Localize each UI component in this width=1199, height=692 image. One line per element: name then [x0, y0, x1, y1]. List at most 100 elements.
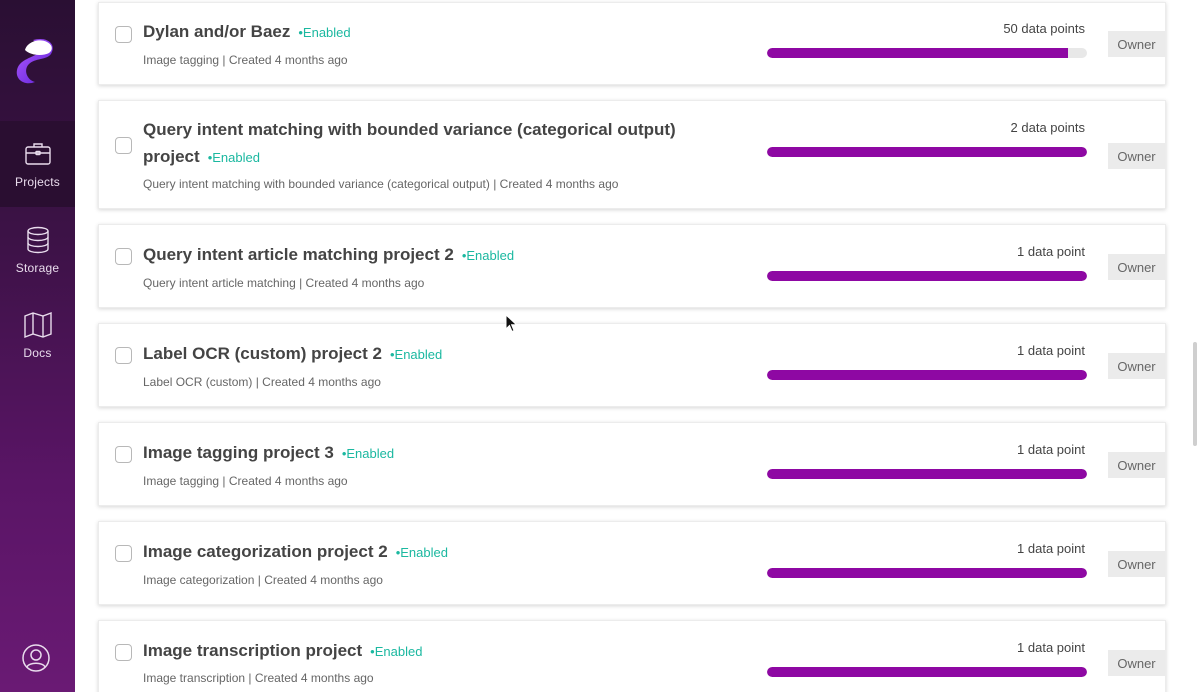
- sidebar-item-storage[interactable]: Storage: [0, 207, 75, 293]
- data-points-count: 2 data points: [1010, 120, 1085, 135]
- role-badge: Owner: [1108, 452, 1165, 478]
- briefcase-icon: [24, 143, 51, 165]
- project-type: Query intent article matching: [143, 276, 296, 290]
- project-title[interactable]: Dylan and/or Baez: [143, 22, 291, 41]
- project-type: Image categorization: [143, 573, 255, 587]
- sidebar: Projects Storage Docs: [0, 0, 75, 692]
- data-points-count: 50 data points: [1003, 21, 1085, 36]
- role-badge: Owner: [1108, 650, 1165, 676]
- role-badge: Owner: [1108, 143, 1165, 169]
- user-circle-icon[interactable]: [21, 643, 51, 673]
- role-badge: Owner: [1108, 551, 1165, 577]
- project-title[interactable]: Label OCR (custom) project 2: [143, 344, 382, 363]
- project-title-row: Query intent matching with bounded varia…: [143, 116, 676, 143]
- data-points-count: 1 data point: [1017, 343, 1085, 358]
- progress-fill: [767, 469, 1087, 479]
- created-date: Created 4 months ago: [305, 276, 425, 290]
- data-points-count: 1 data point: [1017, 541, 1085, 556]
- project-checkbox[interactable]: [115, 26, 132, 43]
- progress-bar: [767, 469, 1087, 479]
- project-checkbox[interactable]: [115, 446, 132, 463]
- status-badge: •Enabled: [395, 545, 448, 560]
- progress-bar: [767, 667, 1087, 677]
- data-points-count: 1 data point: [1017, 442, 1085, 457]
- database-icon: [26, 226, 49, 254]
- project-type: Query intent matching with bounded varia…: [143, 177, 490, 191]
- project-type: Label OCR (custom): [143, 375, 253, 389]
- project-card[interactable]: Image tagging project 3 •Enabled Image ta…: [98, 422, 1166, 506]
- project-title[interactable]: Query intent matching with bounded varia…: [143, 120, 676, 139]
- project-meta: Label OCR (custom) | Created 4 months ag…: [143, 375, 381, 389]
- sidebar-item-label: Docs: [23, 346, 52, 360]
- project-meta: Image tagging | Created 4 months ago: [143, 474, 348, 488]
- project-meta: Query intent matching with bounded varia…: [143, 177, 618, 191]
- project-title[interactable]: Image categorization project 2: [143, 542, 388, 561]
- progress-fill: [767, 48, 1068, 58]
- progress-fill: [767, 271, 1087, 281]
- project-card[interactable]: Dylan and/or Baez •Enabled Image tagging …: [98, 2, 1166, 85]
- project-meta: Image transcription | Created 4 months a…: [143, 671, 374, 685]
- status-badge: •Enabled: [461, 248, 515, 263]
- sidebar-item-projects[interactable]: Projects: [0, 121, 75, 207]
- progress-fill: [767, 667, 1087, 677]
- project-type: Image transcription: [143, 671, 246, 685]
- sidebar-item-docs[interactable]: Docs: [0, 292, 75, 378]
- role-badge: Owner: [1108, 353, 1165, 379]
- project-checkbox[interactable]: [115, 545, 132, 562]
- project-meta: Image tagging | Created 4 months ago: [143, 53, 348, 67]
- project-card[interactable]: Query intent article matching project 2 •…: [98, 224, 1166, 308]
- meta-separator: |: [219, 53, 229, 67]
- project-card[interactable]: Image transcription project•Enabled Imag…: [98, 620, 1166, 692]
- progress-bar: [767, 568, 1087, 578]
- project-title-row: Label OCR (custom) project 2 •Enabled: [143, 340, 442, 368]
- meta-separator: |: [245, 671, 255, 685]
- created-date: Created 4 months ago: [264, 573, 383, 587]
- project-type: Image tagging: [143, 53, 220, 67]
- project-card[interactable]: Image categorization project 2 •Enabled I…: [98, 521, 1166, 605]
- data-points-count: 1 data point: [1017, 640, 1085, 655]
- data-points-count: 1 data point: [1017, 244, 1085, 259]
- project-title[interactable]: Query intent article matching project 2: [143, 245, 454, 264]
- project-title-row: project •Enabled: [143, 143, 260, 171]
- project-title-row: Query intent article matching project 2 •…: [143, 241, 514, 269]
- created-date: Created 4 months ago: [228, 53, 348, 67]
- project-card[interactable]: Label OCR (custom) project 2 •Enabled Lab…: [98, 323, 1166, 407]
- app-logo[interactable]: [13, 36, 63, 88]
- book-icon: [23, 311, 52, 339]
- progress-fill: [767, 568, 1087, 578]
- created-date: Created 4 months ago: [262, 375, 381, 389]
- meta-separator: |: [254, 573, 265, 587]
- meta-separator: |: [295, 276, 306, 290]
- project-title[interactable]: Image transcription project: [143, 641, 363, 660]
- project-checkbox[interactable]: [115, 137, 132, 154]
- progress-bar: [767, 48, 1087, 58]
- mouse-pointer-icon: [505, 314, 518, 333]
- progress-bar: [767, 271, 1087, 281]
- progress-fill: [767, 147, 1087, 157]
- status-badge: •Enabled: [207, 150, 260, 165]
- sidebar-item-label: Projects: [15, 175, 60, 189]
- projects-list: Dylan and/or Baez •Enabled Image tagging …: [75, 0, 1199, 692]
- progress-bar: [767, 370, 1087, 380]
- project-title[interactable]: Image tagging project 3: [143, 443, 334, 462]
- meta-separator: |: [489, 177, 500, 191]
- sidebar-item-label: Storage: [15, 261, 60, 275]
- meta-separator: |: [252, 375, 263, 389]
- role-badge: Owner: [1108, 254, 1165, 280]
- status-badge: •Enabled: [389, 347, 443, 362]
- project-checkbox[interactable]: [115, 644, 132, 661]
- project-title-row: Dylan and/or Baez •Enabled: [143, 18, 351, 46]
- status-badge: •Enabled: [341, 446, 395, 461]
- created-date: Created 4 months ago: [228, 474, 348, 488]
- scrollbar-thumb[interactable]: [1193, 342, 1197, 446]
- created-date: Created 4 months ago: [254, 671, 374, 685]
- project-checkbox[interactable]: [115, 248, 132, 265]
- role-badge: Owner: [1108, 31, 1165, 57]
- project-title-row: Image tagging project 3 •Enabled: [143, 439, 394, 467]
- project-card[interactable]: Query intent matching with bounded varia…: [98, 100, 1166, 209]
- project-title-row: Image transcription project•Enabled: [143, 637, 422, 665]
- status-badge: •Enabled: [298, 25, 351, 40]
- project-title-continued[interactable]: project: [143, 147, 200, 166]
- project-title-row: Image categorization project 2 •Enabled: [143, 538, 448, 566]
- project-checkbox[interactable]: [115, 347, 132, 364]
